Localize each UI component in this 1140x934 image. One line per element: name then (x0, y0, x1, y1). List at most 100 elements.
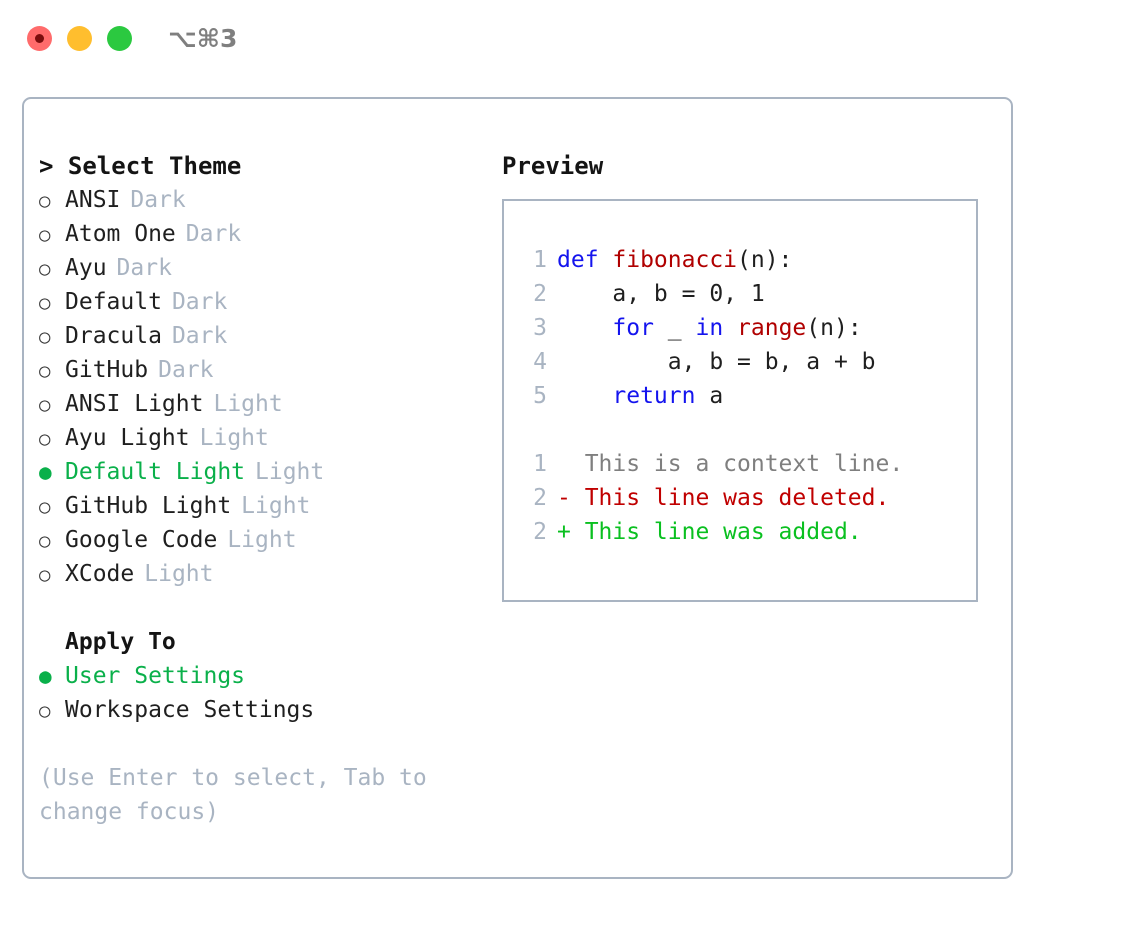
theme-category-tag: Light (199, 425, 269, 451)
theme-item-label: GitHub (65, 357, 149, 383)
line-number: 2 (533, 485, 547, 511)
line-number: 3 (533, 315, 547, 341)
token-kw: for (612, 315, 654, 341)
code-line-2: 3 for _ in range(n): (517, 311, 903, 345)
theme-item-label: Ayu Light (65, 425, 190, 451)
theme-item-label: Default (65, 289, 162, 315)
theme-item-label: ANSI (65, 187, 121, 213)
theme-item-label: Google Code (65, 527, 218, 553)
radio-unselected-icon: ○ (39, 530, 51, 552)
code-diff-spacer (517, 413, 903, 447)
radio-unselected-icon: ○ (39, 564, 51, 586)
theme-category-tag: Light (227, 527, 297, 553)
titlebar: ⌥⌘3 (0, 0, 1140, 76)
theme-item-label: ANSI Light (65, 391, 204, 417)
theme-category-tag: Dark (158, 357, 214, 383)
theme-category-tag: Dark (171, 289, 228, 315)
theme-category-tag: Light (255, 459, 325, 485)
maximize-button-icon[interactable] (107, 26, 132, 51)
code-line-0: 1 def fibonacci(n): (517, 243, 903, 277)
token-kw: def (557, 247, 613, 273)
close-button-icon[interactable] (27, 26, 52, 51)
theme-item-label: Atom One (65, 221, 176, 247)
token-kw: return (612, 383, 696, 409)
token-pl: a (695, 383, 724, 409)
theme-item-10[interactable]: ○ Google Code Light (39, 523, 499, 557)
diff-line-2: 2+ This line was added. (517, 515, 903, 549)
code-text: for _ in range(n): (557, 311, 861, 345)
theme-item-1[interactable]: ○ Atom One Dark (39, 217, 499, 251)
radio-unselected-icon: ○ (39, 292, 51, 314)
code-text: def fibonacci(n): (557, 243, 792, 277)
list-spacer (39, 591, 499, 625)
radio-unselected-icon: ○ (39, 394, 51, 416)
theme-category-tag: Light (213, 391, 283, 417)
diff-text-ctx: This is a context line. (557, 451, 904, 477)
token-pl: _ (653, 315, 696, 341)
theme-category-tag: Light (144, 561, 214, 587)
diff-text-add: + This line was added. (557, 519, 862, 545)
apply-to-list[interactable]: ● User Settings ○ Workspace Settings (39, 659, 499, 727)
radio-unselected-icon: ○ (39, 258, 51, 280)
theme-category-tag: Dark (185, 221, 242, 247)
radio-unselected-icon: ○ (39, 190, 51, 212)
apply-to-header: Apply To (65, 629, 176, 655)
token-pl: (n): (737, 247, 793, 273)
theme-item-label: Default Light (65, 459, 246, 485)
line-number: 5 (533, 383, 547, 409)
radio-unselected-icon: ○ (39, 326, 51, 348)
select-theme-header: > Select Theme (39, 152, 242, 180)
radio-unselected-icon: ○ (39, 360, 51, 382)
line-number: 1 (533, 247, 547, 273)
theme-category-tag: Dark (116, 255, 172, 281)
code-line-1: 2 a, b = 0, 1 (517, 277, 903, 311)
radio-unselected-icon: ○ (39, 224, 51, 246)
diff-line-0: 1 This is a context line. (517, 447, 903, 481)
code-text: a, b = b, a + b (557, 345, 876, 379)
theme-item-8[interactable]: ● Default Light Light (39, 455, 499, 489)
theme-item-5[interactable]: ○ GitHub Dark (39, 353, 499, 387)
token-kw: in (695, 315, 738, 341)
radio-selected-icon: ● (39, 664, 52, 688)
theme-item-11[interactable]: ○ XCode Light (39, 557, 499, 591)
keyboard-shortcut-label: ⌥⌘3 (168, 24, 238, 53)
minimize-button-icon[interactable] (67, 26, 92, 51)
code-line-3: 4 a, b = b, a + b (517, 345, 903, 379)
apply-to-item-1[interactable]: ○ Workspace Settings (39, 693, 499, 727)
code-text: return a (557, 379, 723, 413)
radio-selected-icon: ● (39, 460, 52, 484)
diff-line-1: 2- This line was deleted. (517, 481, 903, 515)
theme-item-label: XCode (65, 561, 135, 587)
radio-unselected-icon: ○ (39, 700, 51, 722)
traffic-light-buttons (27, 26, 132, 51)
theme-item-6[interactable]: ○ ANSI Light Light (39, 387, 499, 421)
token-fn: range (737, 315, 807, 341)
theme-item-label: Dracula (65, 323, 162, 349)
preview-header: Preview (502, 152, 604, 180)
theme-item-4[interactable]: ○ Dracula Dark (39, 319, 499, 353)
token-pl: a, b = 0, 1 (557, 281, 765, 307)
apply-to-item-label: User Settings (65, 663, 246, 689)
code-line-4: 5 return a (517, 379, 903, 413)
theme-item-label: Ayu (65, 255, 107, 281)
theme-item-2[interactable]: ○ Ayu Dark (39, 251, 499, 285)
radio-unselected-icon: ○ (39, 496, 51, 518)
theme-item-label: GitHub Light (65, 493, 232, 519)
token-pl (557, 383, 612, 409)
token-pl (557, 315, 612, 341)
apply-to-item-label: Workspace Settings (65, 697, 315, 723)
theme-category-tag: Dark (171, 323, 228, 349)
theme-item-3[interactable]: ○ Default Dark (39, 285, 499, 319)
apply-to-item-0[interactable]: ● User Settings (39, 659, 499, 693)
keyboard-hint-text: (Use Enter to select, Tab to change focu… (39, 765, 441, 825)
